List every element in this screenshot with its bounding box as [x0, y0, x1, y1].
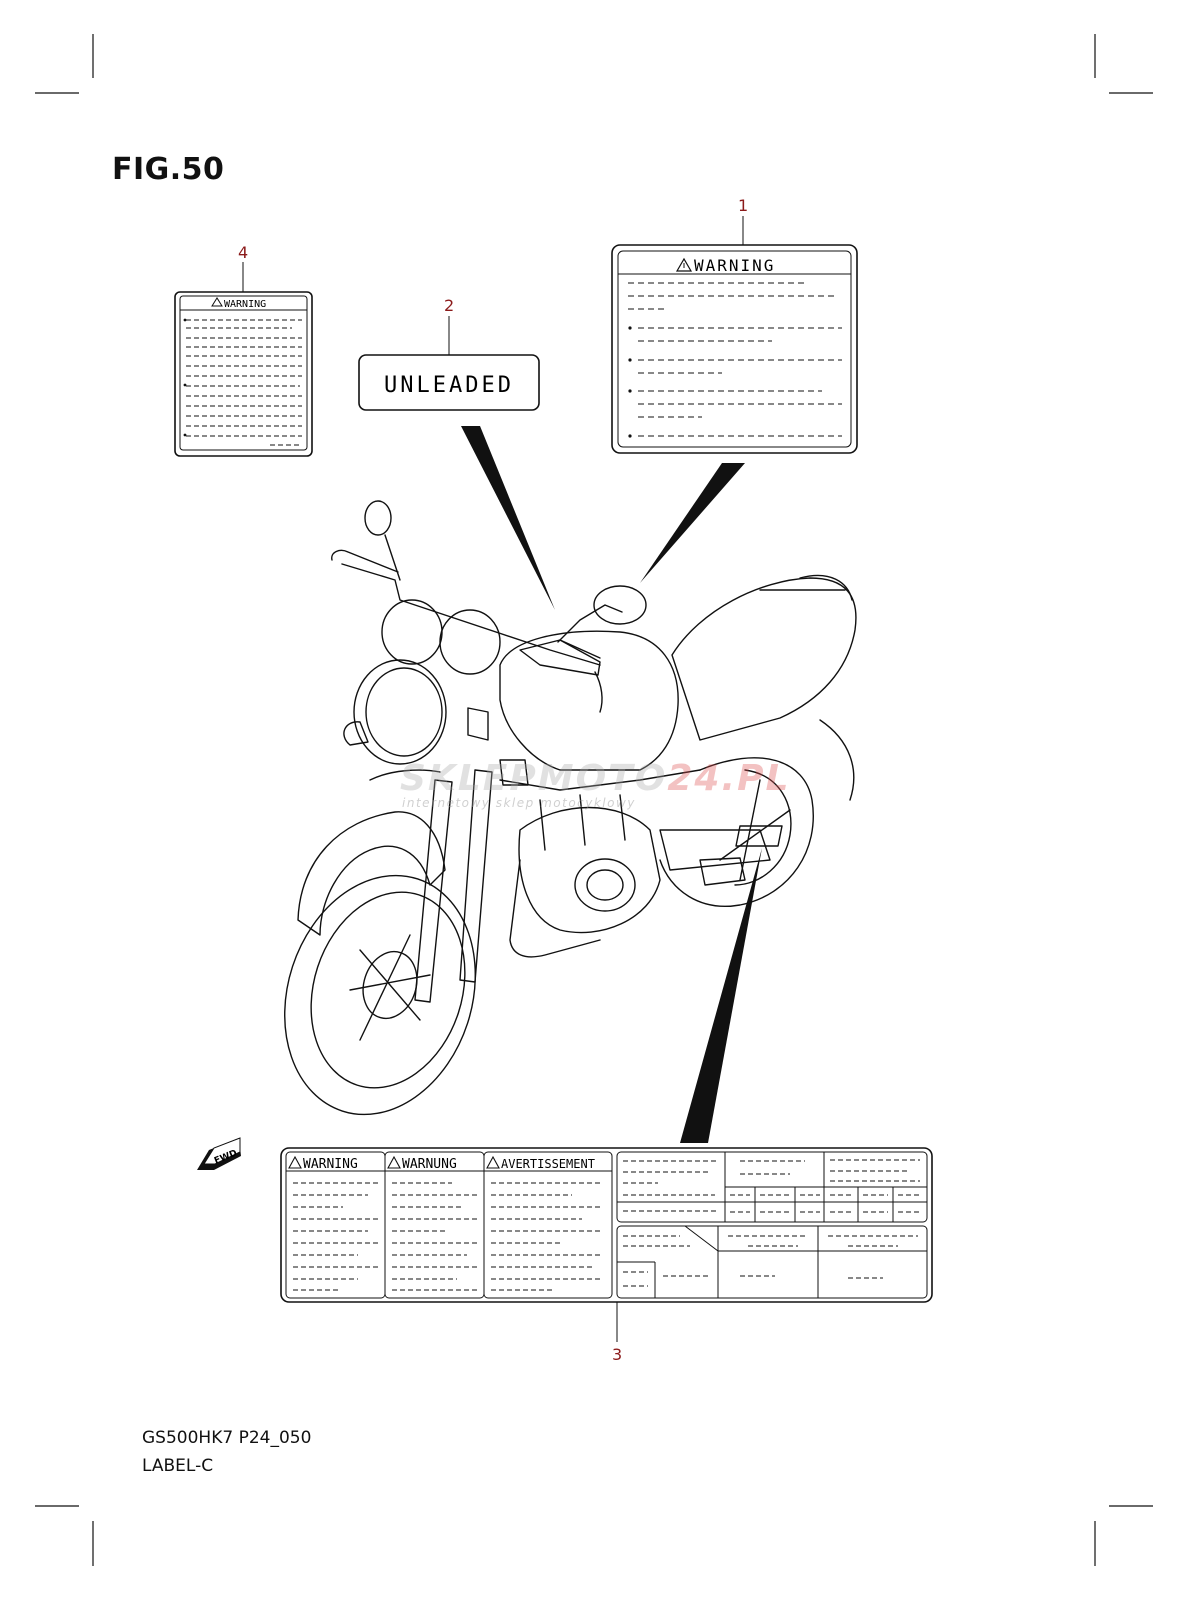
callout-number-1: 1	[738, 196, 749, 215]
crop-marks	[35, 34, 1153, 1566]
label-1-large-warning: WARNING	[611, 244, 858, 454]
label-3-combined-warning: WARNING WARNUNG AVERTISSEMENT	[280, 1147, 933, 1303]
warning-triangle-icon	[288, 1155, 302, 1169]
figure-title: FIG.50	[112, 152, 225, 187]
warning-triangle-icon	[486, 1155, 500, 1169]
section-name: LABEL-C	[142, 1456, 214, 1476]
label-3-warning-fr-text: AVERTISSEMENT	[501, 1157, 595, 1171]
unleaded-text: UNLEADED	[384, 373, 514, 398]
label-2-unleaded: UNLEADED	[358, 354, 540, 411]
pointer-wedges	[461, 426, 762, 1143]
label-4-small-warning: WARNING	[174, 291, 313, 457]
watermark-logo: SKLEPMOTO24.PL	[400, 758, 790, 799]
model-code: GS500HK7 P24_050	[142, 1428, 312, 1448]
label-1-warning-text: WARNING	[694, 256, 775, 275]
callout-number-2: 2	[444, 296, 455, 315]
fwd-direction-badge: FWD	[197, 1137, 241, 1170]
watermark-main-text: SKLEPMOTO	[400, 758, 668, 799]
warning-triangle-icon	[387, 1155, 401, 1169]
label-3-warning-en-text: WARNING	[303, 1157, 358, 1172]
watermark-accent-text: 24.PL	[667, 758, 791, 799]
label-3-warning-de-text: WARNUNG	[402, 1157, 457, 1172]
callout-number-3: 3	[612, 1345, 623, 1364]
label-4-warning-text: WARNING	[224, 299, 266, 310]
watermark-subtitle: internetowy sklep motocyklowy	[402, 796, 636, 810]
motorcycle-illustration	[284, 500, 857, 1116]
warning-triangle-icon	[211, 297, 223, 307]
callout-leaders	[242, 216, 744, 1342]
callout-number-4: 4	[238, 243, 249, 262]
warning-triangle-icon	[675, 257, 693, 272]
